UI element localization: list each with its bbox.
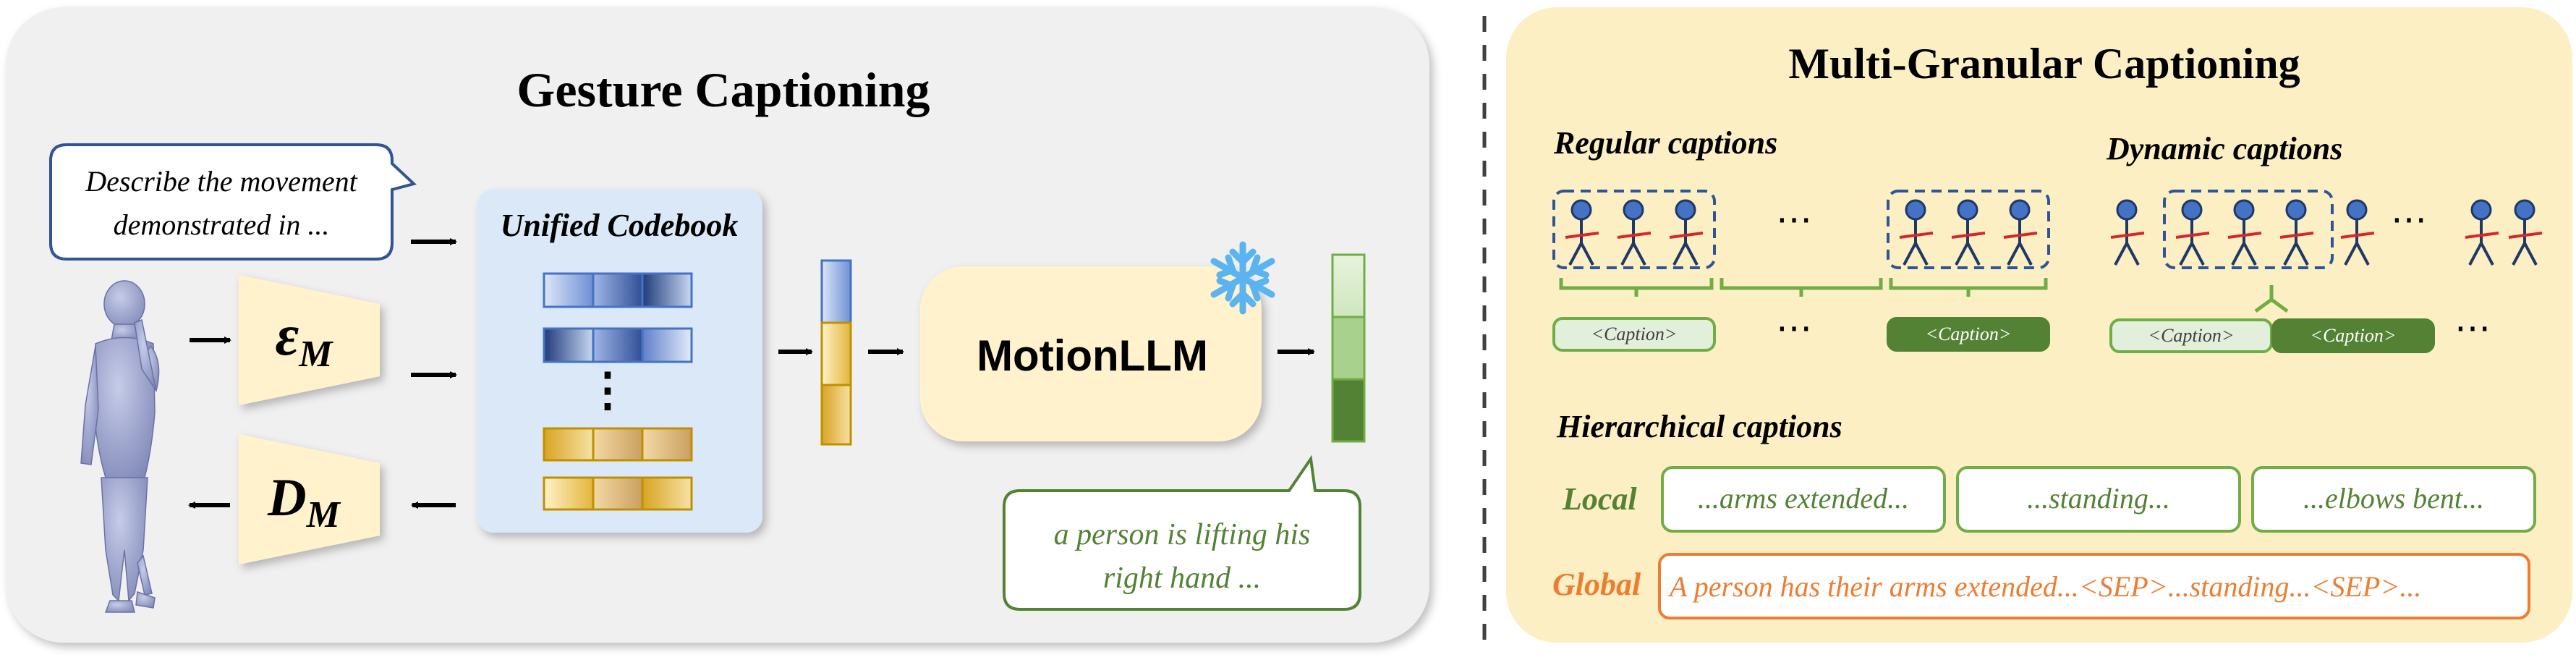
encoder-subscript: M [298, 334, 333, 375]
hierarchical-captions-title: Hierarchical captions [1556, 409, 1842, 444]
local-caption-box-2: ...standing... [1956, 466, 2241, 533]
human-mesh-figure [80, 280, 160, 613]
output-token-column [1331, 253, 1366, 443]
decoder-symbol: D [267, 468, 306, 528]
regular-caption-ellipsis: ⋯ [1776, 308, 1812, 348]
svg-text:εM: εM [275, 304, 333, 375]
output-caption-bubble: a person is lifting his right hand ... [1003, 454, 1361, 611]
stick-figure-icon [1669, 199, 1704, 266]
stick-figure-icon [1565, 199, 1599, 266]
dynamic-caption-tag-2-text: <Caption> [2311, 325, 2397, 346]
regular-brace-3 [1889, 278, 2048, 297]
dynamic-figures-ellipsis: ⋯ [2391, 199, 2427, 240]
output-caption-line1: a person is lifting his [1054, 518, 1311, 551]
regular-figures-ellipsis: ⋯ [1776, 199, 1812, 240]
local-caption-box-3: ...elbows bent... [2251, 466, 2536, 533]
regular-stick-figures [1565, 199, 2038, 266]
stick-figure-icon [2175, 199, 2210, 266]
regular-caption-tag-1: <Caption> [1552, 317, 1716, 352]
dynamic-caption-ellipsis: ⋯ [2454, 308, 2491, 348]
prompt-text-line1: Describe the movement [85, 165, 357, 198]
right-panel-title: Multi-Granular Captioning [1788, 40, 2300, 88]
svg-text:DM: DM [267, 468, 341, 536]
input-token-column [820, 259, 852, 446]
stick-figure-icon [2279, 199, 2314, 266]
stick-figure-icon [2465, 199, 2499, 266]
codebook-entry-blue-1 [543, 272, 693, 308]
regular-caption-tag-2: <Caption> [1887, 317, 2050, 352]
regular-window-2 [1887, 190, 2050, 269]
stick-figure-icon [2110, 199, 2145, 266]
global-label: Global [1552, 567, 1641, 602]
dynamic-caption-tag-2: <Caption> [2271, 318, 2435, 353]
stick-figure-icon [1617, 199, 1652, 266]
motion-llm-block: MotionLLM [920, 266, 1262, 441]
local-caption-2: ...standing... [2027, 482, 2170, 515]
dynamic-caption-tag-1: <Caption> [2109, 318, 2273, 353]
codebook-entry-gold-2 [543, 476, 693, 511]
motion-encoder: εM [239, 275, 380, 405]
motion-llm-label: MotionLLM [977, 331, 1208, 380]
dynamic-window [2163, 190, 2334, 269]
global-caption: A person has their arms extended...<SEP>… [1667, 570, 2421, 603]
codebook-entry-gold-1 [543, 427, 693, 462]
gesture-captioning-panel: Gesture Captioning Describe the movement… [6, 7, 1429, 643]
regular-brace-1 [1559, 278, 1714, 297]
codebook-vertical-ellipsis: ⋮ [585, 364, 631, 415]
left-panel-title: Gesture Captioning [517, 62, 930, 117]
prompt-bubble: Describe the movement demonstrated in ..… [49, 143, 417, 261]
global-caption-box: A person has their arms extended...<SEP>… [1658, 553, 2530, 619]
regular-window-1 [1552, 190, 1716, 269]
local-caption-box-1: ...arms extended... [1661, 466, 1946, 533]
codebook-title: Unified Codebook [501, 208, 739, 243]
stick-figure-icon [2508, 199, 2543, 266]
unified-codebook: Unified Codebook ⋮ [477, 190, 762, 533]
dynamic-caption-tag-1-text: <Caption> [2148, 325, 2235, 346]
local-caption-1: ...arms extended... [1698, 482, 1909, 515]
stick-figure-icon [2227, 199, 2262, 266]
dynamic-brace [2254, 285, 2289, 313]
regular-captions-title: Regular captions [1553, 125, 1777, 161]
local-caption-3: ...elbows bent... [2303, 482, 2484, 515]
encoder-symbol: ε [275, 304, 299, 368]
regular-caption-tag-2-text: <Caption> [1926, 323, 2012, 344]
output-caption-line2: right hand ... [1103, 562, 1261, 595]
stick-figure-icon [2003, 199, 2038, 266]
dynamic-captions-title: Dynamic captions [2106, 131, 2342, 166]
local-label: Local [1562, 481, 1637, 517]
snowflake-icon [1210, 241, 1275, 315]
stick-figure-icon [1951, 199, 1986, 266]
motion-decoder: DM [239, 434, 380, 564]
dynamic-stick-figures [2110, 199, 2543, 266]
regular-brace-2 [1720, 278, 1883, 297]
decoder-subscript: M [306, 494, 341, 536]
stick-figure-icon [1899, 199, 1934, 266]
codebook-entry-blue-2 [543, 327, 693, 363]
prompt-text-line2: demonstrated in ... [114, 208, 330, 241]
stick-figure-icon [2340, 199, 2375, 266]
regular-caption-tag-1-text: <Caption> [1591, 323, 1678, 344]
multi-granular-captioning-panel: Multi-Granular Captioning Regular captio… [1506, 7, 2572, 643]
